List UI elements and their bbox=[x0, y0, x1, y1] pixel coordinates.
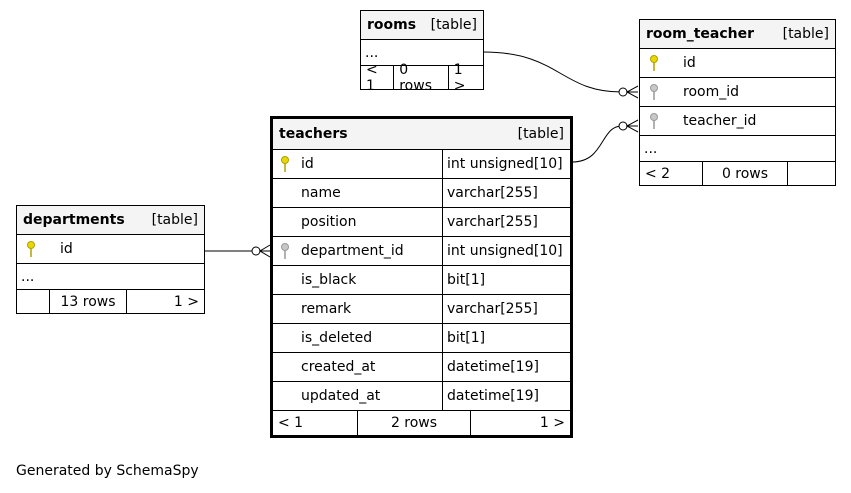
footer-children[interactable]: 1 > bbox=[539, 415, 565, 431]
table-name: rooms bbox=[367, 17, 417, 33]
rel-end-circle bbox=[251, 246, 261, 256]
column-type: bit[1] bbox=[447, 330, 486, 346]
column-name: created_at bbox=[297, 353, 443, 381]
column-id: id bbox=[683, 55, 696, 71]
column-type: int unsigned[10] bbox=[447, 243, 563, 259]
more-columns: ... bbox=[644, 140, 658, 157]
generated-by-footer: Generated by SchemaSpy bbox=[16, 463, 199, 479]
footer-children[interactable]: 1 > bbox=[453, 61, 466, 94]
table-kind: [table] bbox=[517, 126, 564, 142]
footer-parents[interactable]: < 2 bbox=[640, 162, 703, 185]
rel-end-circle bbox=[618, 121, 628, 131]
table-name: teachers bbox=[279, 126, 348, 142]
column-name: name bbox=[297, 179, 443, 207]
column-name: id bbox=[297, 150, 443, 178]
rel-teachers-room-teacher bbox=[571, 125, 623, 163]
rel-end-circle bbox=[618, 87, 628, 97]
column-type: int unsigned[10] bbox=[447, 156, 563, 172]
column-type: bit[1] bbox=[447, 272, 486, 288]
primary-key-icon bbox=[640, 54, 668, 72]
table-departments[interactable]: departments [table] id ... 13 rows 1 > bbox=[16, 205, 205, 314]
more-columns: ... bbox=[21, 268, 35, 285]
rel-crowfoot bbox=[625, 119, 639, 133]
primary-key-icon bbox=[17, 240, 45, 258]
table-name: departments bbox=[23, 212, 125, 228]
rel-rooms-room-teacher bbox=[482, 51, 623, 93]
table-name: room_teacher bbox=[646, 26, 755, 42]
footer-parents[interactable]: < 1 bbox=[273, 411, 358, 435]
footer-children[interactable] bbox=[788, 162, 798, 185]
table-room-teacher[interactable]: room_teacher [table] id room_id teacher_i… bbox=[639, 19, 836, 186]
column-type: varchar[255] bbox=[447, 301, 538, 317]
primary-key-icon bbox=[273, 155, 297, 173]
column-id: id bbox=[60, 241, 73, 257]
column-name: is_deleted bbox=[297, 324, 443, 352]
column-type: datetime[19] bbox=[447, 388, 539, 404]
footer-rows: 13 rows bbox=[50, 290, 127, 313]
column-name: remark bbox=[297, 295, 443, 323]
column-type: datetime[19] bbox=[447, 359, 539, 375]
table-kind: [table] bbox=[151, 212, 198, 228]
foreign-key-icon bbox=[640, 83, 668, 101]
footer-children[interactable]: 1 > bbox=[173, 293, 199, 310]
rel-crowfoot bbox=[625, 85, 639, 99]
footer-rows: 2 rows bbox=[358, 411, 471, 435]
column-type: varchar[255] bbox=[447, 214, 538, 230]
table-kind: [table] bbox=[430, 17, 477, 33]
column-name: updated_at bbox=[297, 382, 443, 410]
column-teacher-id: teacher_id bbox=[683, 113, 757, 129]
foreign-key-icon bbox=[273, 242, 297, 260]
table-rooms[interactable]: rooms [table] ... < 1 0 rows 1 > bbox=[360, 10, 484, 94]
footer-parents[interactable]: < 1 bbox=[361, 62, 395, 94]
more-columns: ... bbox=[365, 44, 379, 61]
column-name: department_id bbox=[297, 237, 443, 265]
foreign-key-icon bbox=[640, 112, 668, 130]
rel-crowfoot bbox=[259, 244, 271, 258]
column-room-id: room_id bbox=[683, 84, 739, 100]
column-name: position bbox=[297, 208, 443, 236]
table-kind: [table] bbox=[782, 26, 829, 42]
footer-rows: 0 rows bbox=[394, 62, 449, 94]
footer-parents[interactable] bbox=[17, 290, 50, 313]
column-type: varchar[255] bbox=[447, 185, 538, 201]
footer-rows: 0 rows bbox=[703, 162, 788, 185]
column-name: is_black bbox=[297, 266, 443, 294]
